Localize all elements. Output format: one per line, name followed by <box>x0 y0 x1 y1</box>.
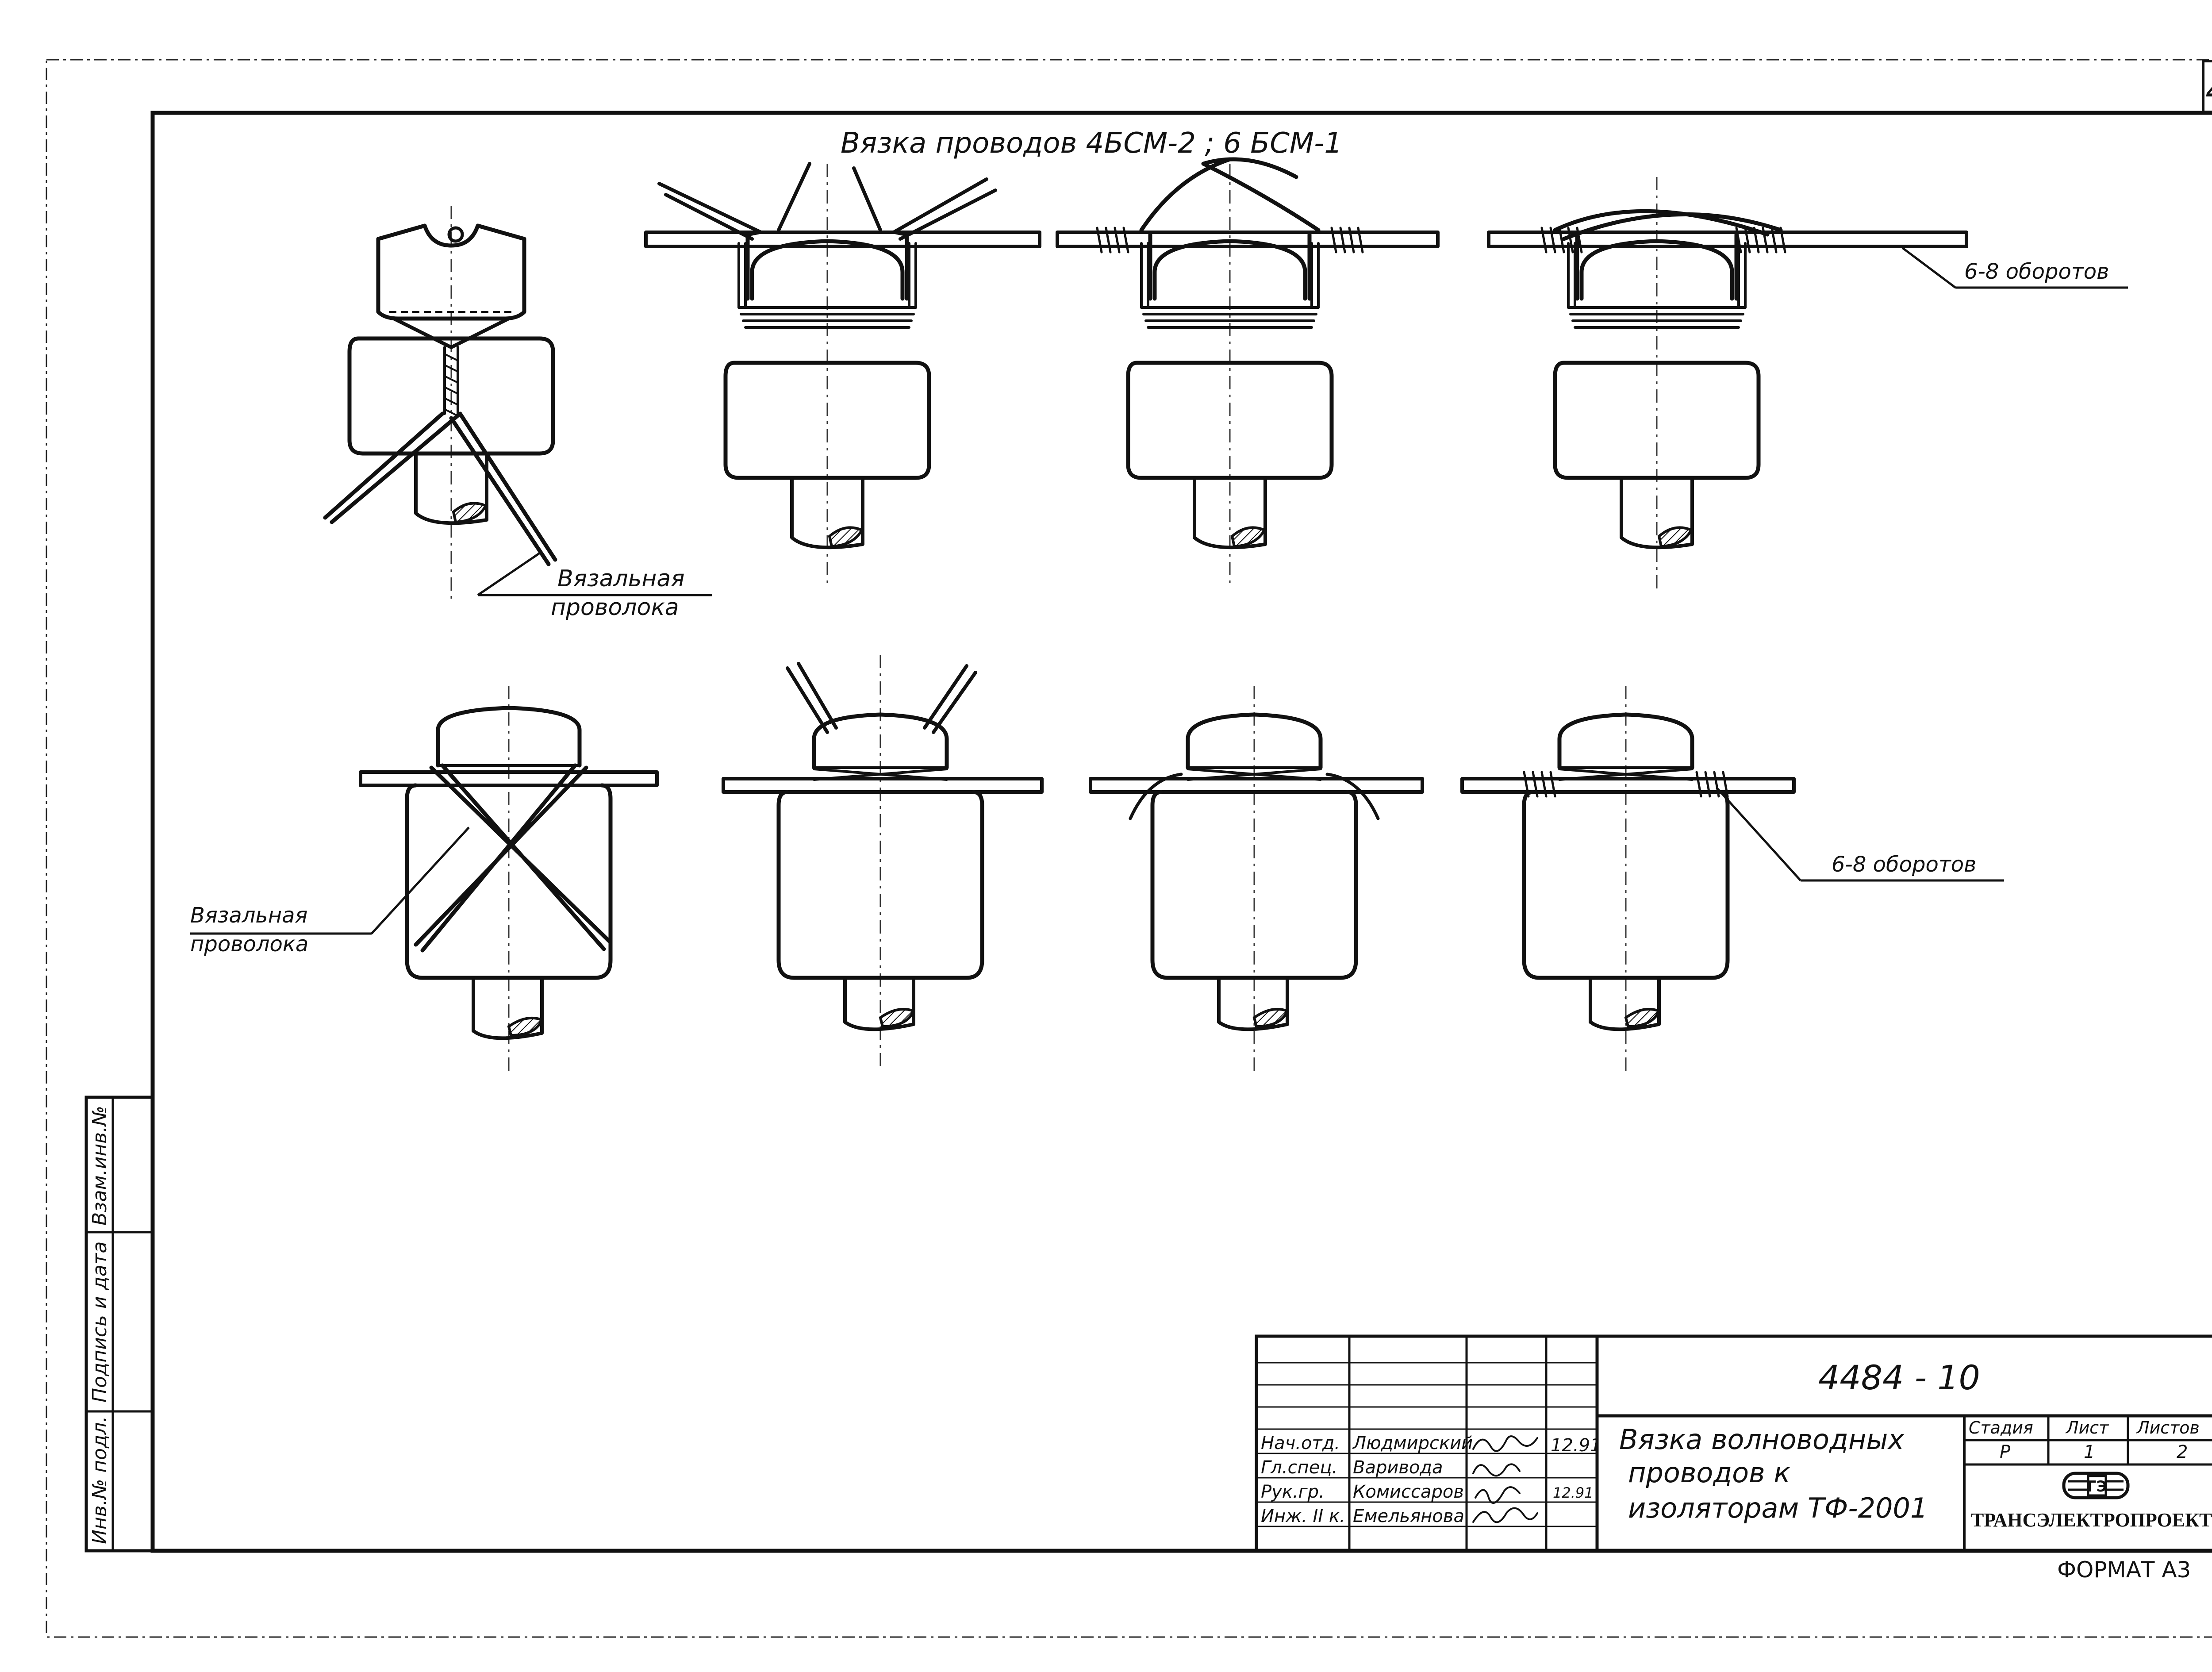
svg-text:Лист: Лист <box>2065 1418 2109 1438</box>
side-field-inv-podl: Инв.№ подл. <box>88 1416 111 1544</box>
callout-tie-wire-top: Вязальная проволока <box>477 552 712 621</box>
svg-text:Гл.спец.: Гл.спец. <box>1261 1457 1337 1478</box>
insulator-figure-4 <box>1487 177 1968 588</box>
svg-text:Варивода: Варивода <box>1353 1457 1443 1478</box>
svg-text:12.91: 12.91 <box>1553 1484 1594 1501</box>
svg-text:Вязальная: Вязальная <box>190 903 307 928</box>
organization-logo: ГЭ <box>2062 1472 2130 1499</box>
organization-name: ТРАНСЭЛЕКТРОПРОЕКТ <box>1971 1509 2212 1531</box>
svg-text:Нач.отд.: Нач.отд. <box>1261 1433 1340 1453</box>
document-designation: 4484 - 10 <box>1818 1358 1980 1397</box>
insulator-figure-3 <box>1056 157 1440 588</box>
insulator-figure-5 <box>359 686 659 1071</box>
svg-text:изоляторам ТФ-2001: изоляторам ТФ-2001 <box>1628 1492 1928 1524</box>
sheet-border <box>46 59 2212 1638</box>
svg-text:проволока: проволока <box>551 594 679 621</box>
callout-turns-top: 6-8 оборотов <box>1901 247 2128 289</box>
svg-text:Людмирский: Людмирский <box>1352 1433 1473 1453</box>
svg-text:6-8 оборотов: 6-8 оборотов <box>1832 852 1976 877</box>
insulator-figure-8 <box>1460 686 1796 1071</box>
svg-text:Комиссаров: Комиссаров <box>1353 1482 1464 1502</box>
callout-tie-wire-bottom: Вязальная проволока <box>190 826 470 957</box>
svg-text:Рук.гр.: Рук.гр. <box>1261 1482 1325 1502</box>
signatures <box>1472 1435 1538 1523</box>
side-stamp: Инв.№ подл. Подпись и дата Взам.инв.№ <box>84 1095 154 1553</box>
svg-text:Емельянова: Емельянова <box>1353 1506 1464 1526</box>
svg-text:Вязка волноводных: Вязка волноводных <box>1619 1423 1905 1456</box>
title-block: 4484 - 10 Вязка волноводных проводов к и… <box>1255 1334 2212 1553</box>
page-number: 42 <box>2205 70 2212 111</box>
insulator-figure-1 <box>323 206 557 600</box>
svg-text:Инж. II к.: Инж. II к. <box>1261 1506 1345 1526</box>
svg-text:Вязальная: Вязальная <box>557 565 685 592</box>
side-field-vzam-inv: Взам.инв.№ <box>88 1106 111 1226</box>
svg-text:Стадия: Стадия <box>1969 1418 2033 1438</box>
insulator-figure-2 <box>644 162 1041 588</box>
svg-text:проводов к: проводов к <box>1628 1457 1790 1489</box>
insulator-figure-7 <box>1089 686 1424 1071</box>
svg-text:ГЭ: ГЭ <box>2087 1478 2108 1495</box>
side-field-signature-date: Подпись и дата <box>88 1242 111 1403</box>
svg-text:проволока: проволока <box>190 932 308 957</box>
page-number-box: 42 <box>2202 60 2212 113</box>
svg-text:Листов: Листов <box>2136 1418 2200 1438</box>
svg-text:6-8 оборотов: 6-8 оборотов <box>1964 259 2109 284</box>
insulator-figure-6 <box>722 655 1044 1071</box>
callout-turns-bottom: 6-8 оборотов <box>1716 787 2004 882</box>
format-label: ФОРМАТ А3 <box>2057 1557 2191 1583</box>
svg-text:Р: Р <box>2000 1442 2011 1462</box>
svg-text:12.91: 12.91 <box>1551 1435 1601 1456</box>
drawing-title: Вязка проводов 4БСМ-2 ; 6 БСМ-1 <box>841 127 1342 160</box>
svg-text:1: 1 <box>2084 1442 2095 1462</box>
svg-text:2: 2 <box>2177 1442 2188 1462</box>
